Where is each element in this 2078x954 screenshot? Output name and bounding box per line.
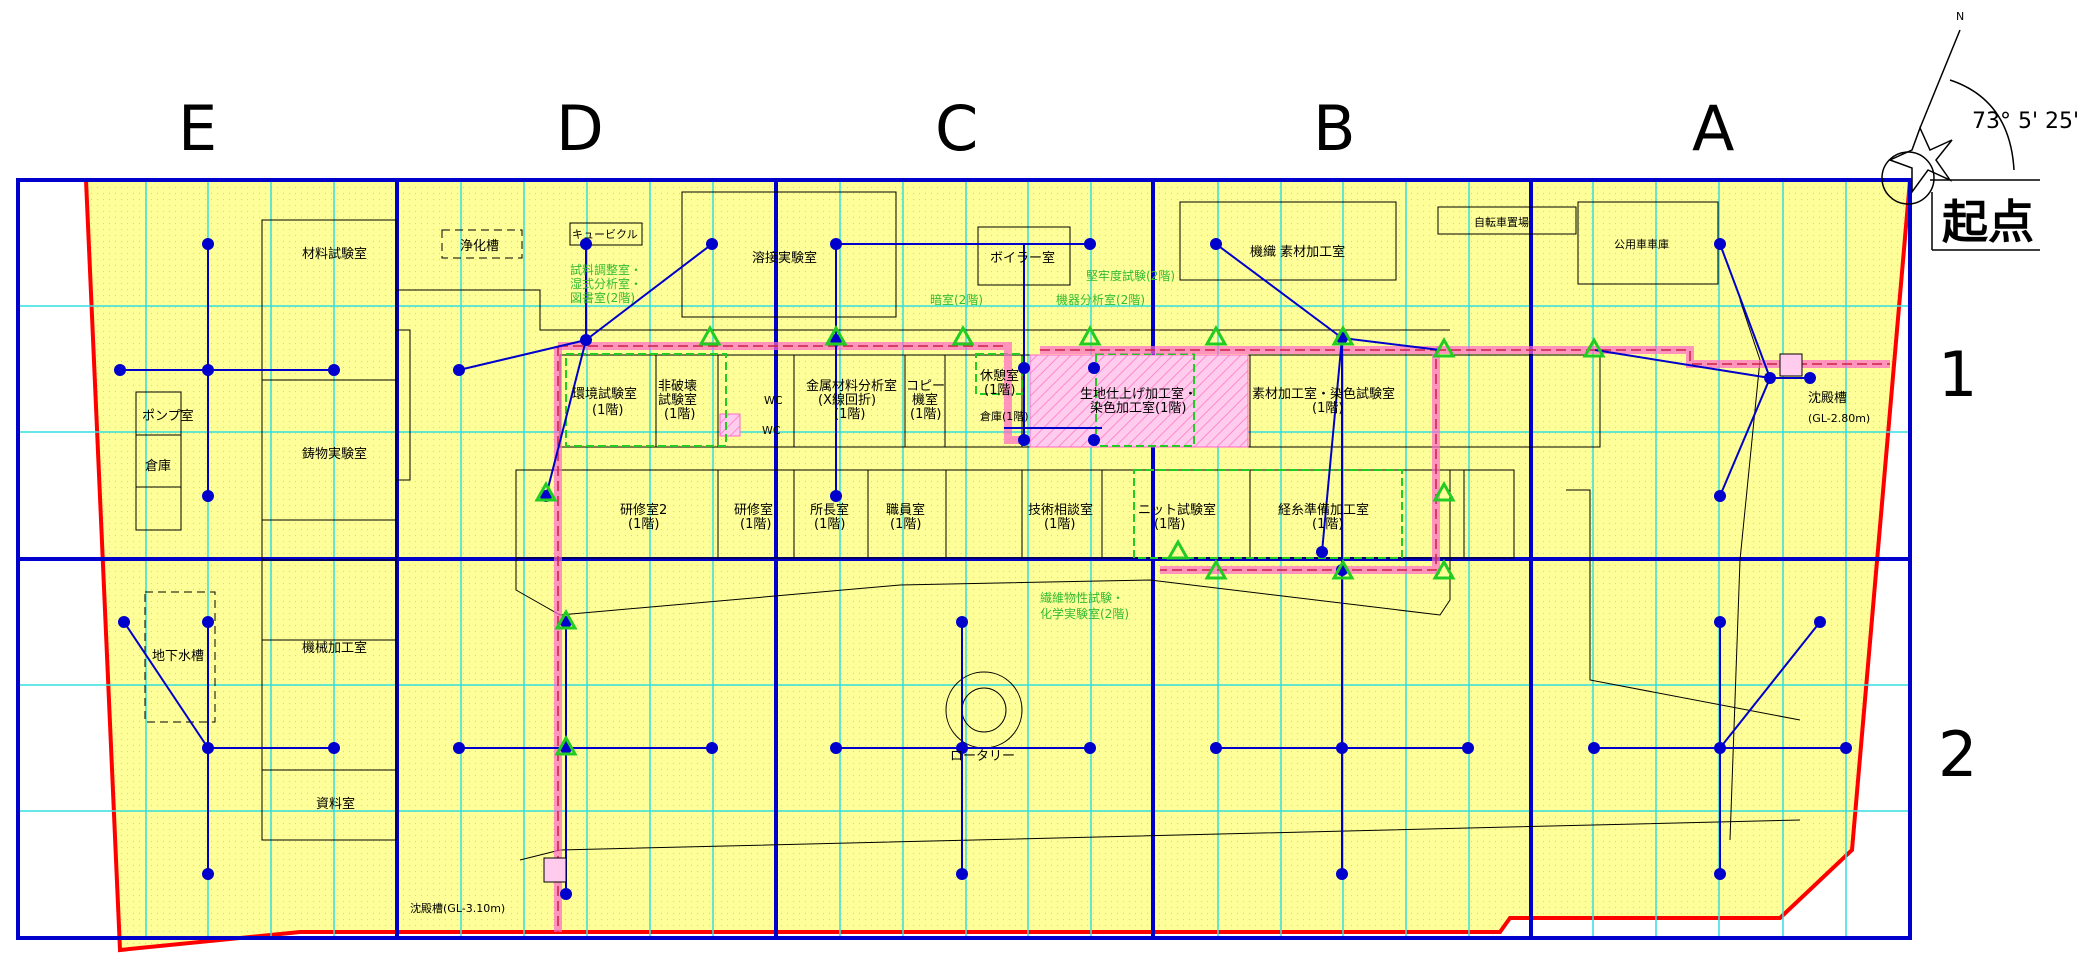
survey-points [114,238,1852,900]
room-shiryo: 資料室 [316,796,355,812]
room-wc1: WC [762,424,781,437]
room-kenshu2b: (1階) [628,517,659,532]
room-chika: 地下水槽 [152,649,204,664]
row-label-2: 2 [1938,718,1977,791]
label-kenrodo: 堅牢度試験(2階) [1086,268,1175,283]
site-boundary [83,178,1913,953]
room-kenshu1b: (1階) [740,517,771,532]
settling-tank-2 [543,857,567,883]
room-kyukei1: 休憩室 [980,368,1019,384]
col-label-b: B [1313,92,1356,165]
room-shocho1: 所長室 [810,502,849,518]
room-hihakai1: 非破壊 [658,379,697,394]
room-gijutsu1: 技術相談室 [1028,502,1093,518]
room-pump: ポンプ室 [142,408,194,424]
room-souko: 倉庫 [145,459,171,474]
room-kiji2: 染色加工室(1階) [1090,400,1186,416]
label-seni1: 繊維物性試験・ [1040,590,1124,605]
room-kishoku: 機織 素材加工室 [1250,244,1345,260]
room-joka: 浄化槽 [460,239,499,254]
label-seni2: 化学実験室(2階) [1040,606,1129,621]
green-labels: 試料調整室・ 湿式分析室・ 図書室(2階) 暗室(2階) 堅牢度試験(2階) 機… [570,262,1175,621]
label-anshitsu: 暗室(2階) [930,292,983,307]
room-jitensha: 自転車置場 [1474,215,1529,229]
room-rotary: ロータリー [950,749,1015,764]
room-knit2: (1階) [1154,517,1185,532]
col-label-c: C [935,92,978,165]
room-keishi2: (1階) [1312,517,1343,532]
room-boiler: ボイラー室 [990,250,1055,266]
room-copy2: 機室 [912,392,938,408]
room-kinzoku2: (X線回折) [818,392,876,408]
col-label-d: D [556,92,604,165]
room-hihakai2: 試験室 [658,392,697,408]
col-label-e: E [178,92,217,165]
small-hatch [719,413,741,437]
room-chinden2: 沈殿槽(GL-3.10m) [410,901,505,915]
label-shiryo1: 試料調整室・ [570,262,642,277]
angle-label: 73° 5' 25" [1972,109,2078,134]
room-souko1f: 倉庫(1階) [980,409,1029,423]
col-label-a: A [1692,92,1734,165]
room-kenshu2a: 研修室2 [620,502,667,518]
room-hihakai3: (1階) [664,407,695,422]
room-zairyo: 材料試験室 [302,246,367,262]
room-kiji1: 生地仕上げ加工室・ [1080,386,1197,402]
settling-tank-1 [1779,353,1803,377]
room-chinden1: 沈殿槽 [1808,391,1847,406]
room-copy1: コピー [906,379,945,394]
room-sozai2: (1階) [1312,401,1343,416]
room-kenshu1a: 研修室 [734,502,773,518]
room-shokuin1: 職員室 [886,502,925,518]
dyeing-room-hatch [1029,354,1249,448]
room-kyukei2: (1階) [984,383,1015,398]
room-kankyo2: (1階) [592,403,623,418]
room-kinzoku1: 金属材料分析室 [806,378,897,394]
room-wc2: WC [764,394,783,407]
room-sozai1: 素材加工室・染色試験室 [1252,386,1395,402]
label-shiryo2: 湿式分析室・ [570,276,642,291]
label-kiki: 機器分析室(2階) [1056,292,1145,307]
room-gijutsu2: (1階) [1044,517,1075,532]
main-grid [16,178,1912,940]
room-keishi1: 経糸準備加工室 [1278,502,1369,518]
north-label: N [1956,10,1964,23]
room-kinzoku3: (1階) [834,407,865,422]
room-kankyo1: 環境試験室 [572,386,637,402]
compass [1881,29,2040,251]
room-labels: 材料試験室 ポンプ室 倉庫 鋳物実験室 地下水槽 機械加工室 資料室 浄化槽 キ… [142,215,1870,915]
origin-label: 起点 [1942,195,2034,249]
room-yosetsu: 溶接実験室 [752,250,817,266]
room-cubicle: キュービクル [572,228,638,241]
label-shiryo3: 図書室(2階) [570,290,635,305]
room-shokuin2: (1階) [890,517,921,532]
room-chuubutsu: 鋳物実験室 [302,446,367,462]
triangles [534,324,1606,756]
row-label-1: 1 [1938,338,1977,411]
room-copy3: (1階) [910,407,941,422]
room-chinden1-gl: (GL-2.80m) [1808,412,1870,425]
room-koyosha: 公用車車庫 [1614,237,1669,251]
room-shocho2: (1階) [814,517,845,532]
room-kikai: 機械加工室 [302,640,367,656]
room-knit1: ニット試験室 [1138,502,1216,518]
